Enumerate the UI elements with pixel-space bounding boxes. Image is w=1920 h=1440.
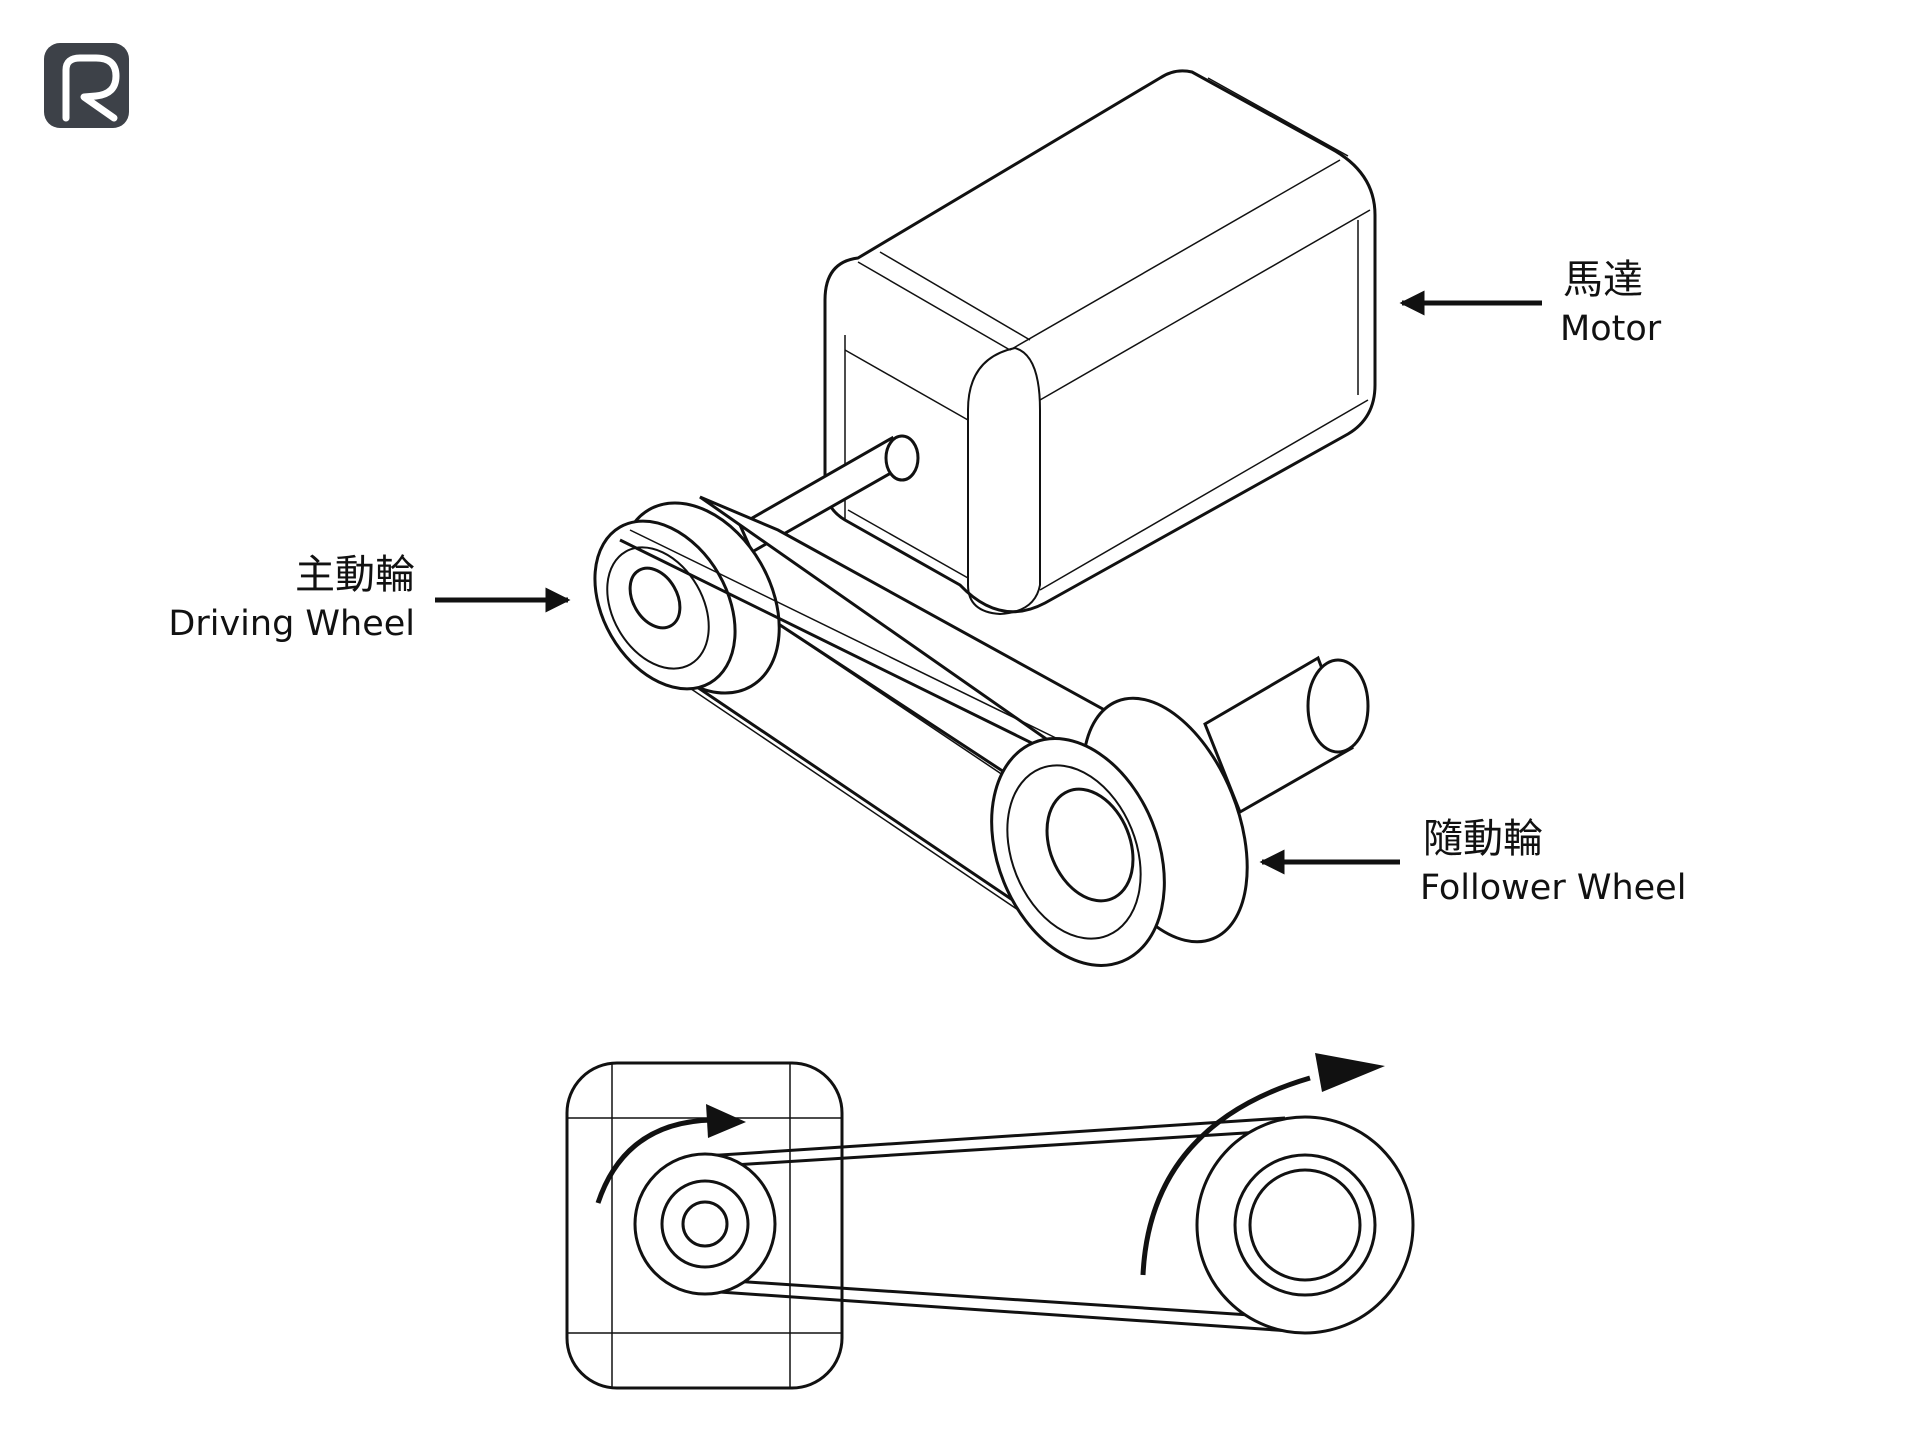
motor-label-cn: 馬達	[1563, 257, 1643, 303]
motor-label-en: Motor	[1560, 309, 1662, 349]
driving-wheel-label: 主動輪 Driving Wheel	[168, 552, 415, 644]
flat-follower-wheel	[1195, 1115, 1415, 1335]
motor-label: 馬達 Motor	[1560, 257, 1662, 349]
follower-wheel-label-en: Follower Wheel	[1420, 868, 1686, 908]
flat-driving-wheel	[633, 1152, 777, 1296]
follower-wheel-label: 隨動輪 Follower Wheel	[1420, 816, 1686, 908]
follower-shaft	[1203, 655, 1370, 815]
flat-belt	[704, 1116, 1306, 1334]
follower-wheel	[990, 696, 1249, 967]
letter-r-logo-icon	[44, 43, 129, 128]
driving-wheel-label-en: Driving Wheel	[168, 604, 415, 644]
follower-rotation-arrow	[1140, 1053, 1385, 1276]
follower-wheel-label-cn: 隨動輪	[1423, 816, 1543, 862]
driving-wheel-label-cn: 主動輪	[295, 552, 415, 598]
belt-front-strand	[619, 529, 1061, 754]
driving-rotation-arrow	[595, 1104, 746, 1204]
motor-body	[823, 69, 1377, 615]
